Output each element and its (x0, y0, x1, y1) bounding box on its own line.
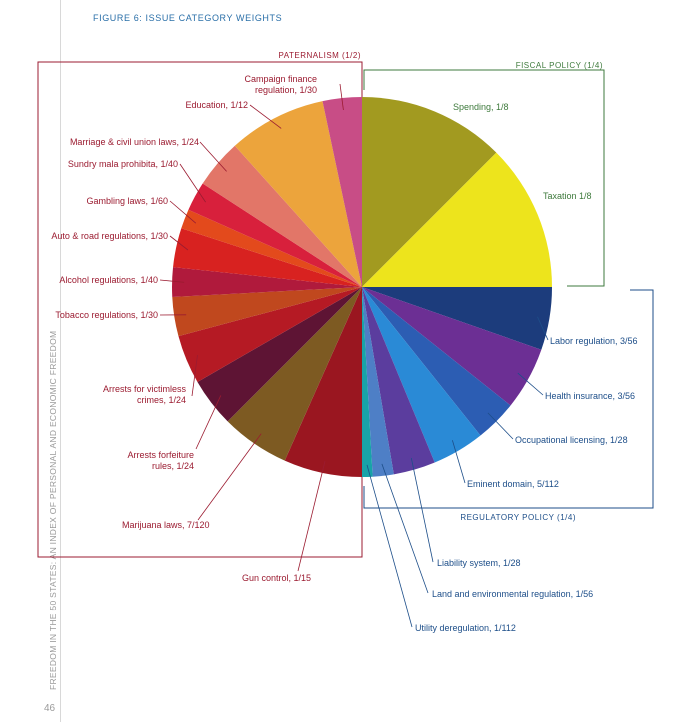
slice-label-10: Marijuana laws, 7/120 (122, 520, 210, 530)
slice-label-15: Auto & road regulations, 1/30 (51, 231, 168, 241)
pie-slice-5 (362, 287, 481, 463)
fiscal-bracket (363, 69, 605, 287)
leader-line-10 (197, 433, 262, 521)
pie-slice-8 (362, 287, 373, 477)
leader-lines (159, 83, 549, 628)
slice-label-13: Tobacco regulations, 1/30 (55, 310, 158, 320)
pie-slice-7 (362, 287, 394, 477)
slice-label-3: Health insurance, 3/56 (545, 391, 635, 401)
slice-label-6: Liability system, 1/28 (437, 558, 521, 568)
pie-slice-11 (197, 287, 362, 422)
pie-slice-14 (171, 267, 362, 297)
margin-rule (60, 0, 61, 722)
pie-slice-12 (178, 287, 362, 382)
leader-line-7 (381, 463, 429, 594)
slice-label-0: Spending, 1/8 (453, 102, 509, 112)
slice-label-1: Taxation 1/8 (543, 191, 592, 201)
pie-slice-20 (322, 97, 362, 287)
slice-label-4: Occupational licensing, 1/28 (515, 435, 628, 445)
leader-line-2 (537, 316, 549, 341)
pie-slice-15 (173, 228, 362, 287)
pie-slice-18 (202, 145, 362, 287)
figure-title: FIGURE 6: ISSUE CATEGORY WEIGHTS (93, 13, 283, 23)
group-label-regulatory: REGULATORY POLICY (1/4) (460, 513, 576, 522)
slice-label-2: Labor regulation, 3/56 (550, 336, 638, 346)
pie-slice-6 (362, 287, 435, 475)
slice-label-5: Eminent domain, 5/112 (467, 479, 559, 489)
slice-label-7: Land and environmental regulation, 1/56 (432, 589, 593, 599)
leader-line-5 (452, 440, 466, 484)
leader-line-16 (169, 200, 197, 224)
leader-line-9 (297, 461, 326, 572)
leader-line-15 (169, 235, 189, 251)
leader-line-12 (191, 355, 198, 397)
leader-line-17 (179, 163, 206, 203)
slice-label-16: Gambling laws, 1/60 (86, 196, 168, 206)
slice-label-19: Education, 1/12 (185, 100, 248, 110)
pie-slice-10 (227, 287, 362, 461)
pie-slice-4 (362, 287, 511, 436)
page-number: 46 (44, 703, 56, 714)
pie-slice-1 (362, 152, 552, 287)
leader-line-6 (410, 457, 434, 563)
leader-line-8 (366, 464, 413, 628)
slice-label-9: Gun control, 1/15 (242, 573, 311, 583)
leader-line-4 (487, 412, 514, 440)
pie-slice-17 (188, 183, 362, 287)
slice-label-18: Marriage & civil union laws, 1/24 (70, 137, 199, 147)
leader-line-18 (199, 141, 227, 172)
pie-slice-3 (362, 287, 542, 406)
pie-slice-16 (181, 209, 362, 287)
pie-slice-0 (362, 97, 497, 287)
leader-line-11 (195, 395, 222, 450)
pie-slices (171, 97, 552, 477)
slice-label-14: Alcohol regulations, 1/40 (59, 275, 158, 285)
leader-line-14 (159, 279, 185, 283)
pie-slice-19 (234, 101, 362, 288)
group-label-paternalism: PATERNALISM (1/2) (279, 51, 361, 60)
pie-slice-2 (362, 287, 552, 350)
pie-slice-13 (172, 287, 362, 337)
slice-label-8: Utility deregulation, 1/112 (415, 623, 516, 633)
leader-line-3 (517, 372, 544, 396)
leader-line-20 (339, 83, 344, 111)
slice-label-17: Sundry mala prohibita, 1/40 (68, 159, 178, 169)
regulatory-bracket (363, 289, 654, 509)
leader-line-19 (249, 104, 282, 129)
group-label-fiscal: FISCAL POLICY (1/4) (516, 61, 603, 70)
pie-slice-9 (284, 287, 362, 477)
